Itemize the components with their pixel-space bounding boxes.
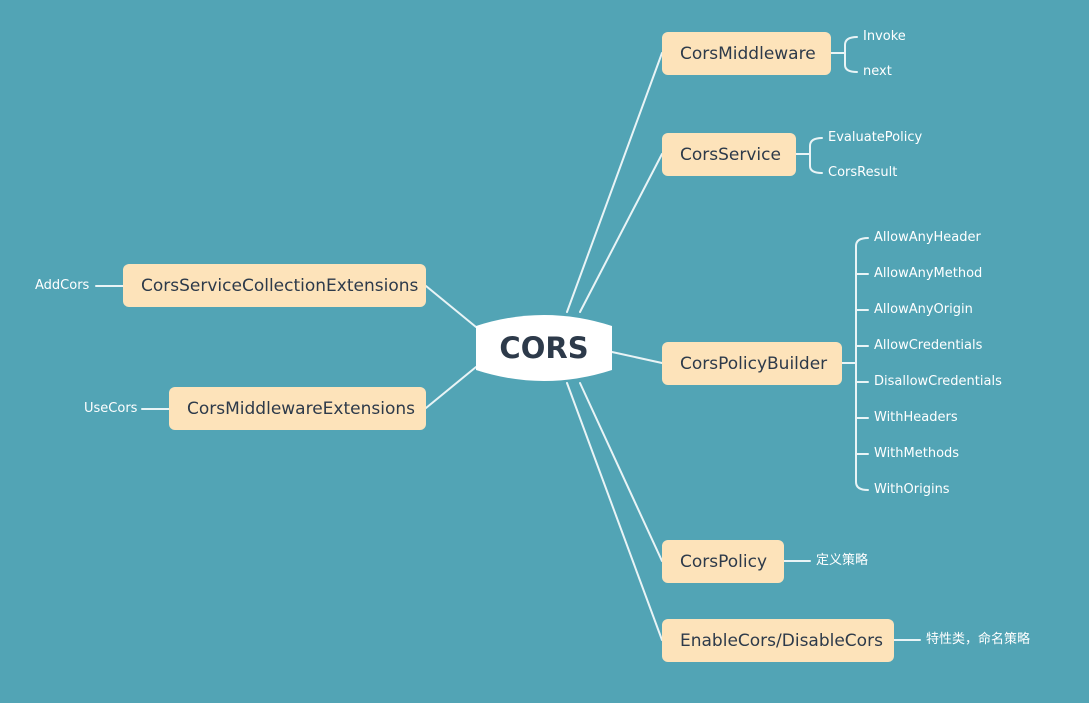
connector-center-to-cors-service-collection-extensions xyxy=(425,285,477,328)
connector-center-to-cors-middleware xyxy=(566,52,663,313)
node-cors-policy[interactable]: CorsPolicy xyxy=(662,540,784,583)
leaf-with-methods[interactable]: WithMethods xyxy=(874,446,960,461)
connector-center-to-cors-policy xyxy=(579,382,663,562)
leaf-usecors[interactable]: UseCors xyxy=(84,401,138,416)
node-enable-disable-cors[interactable]: EnableCors/DisableCors xyxy=(662,619,894,662)
leaf-invoke[interactable]: Invoke xyxy=(863,29,906,44)
leaf-cors-result[interactable]: CorsResult xyxy=(828,165,898,180)
node-cors-service[interactable]: CorsService xyxy=(662,133,796,176)
leaf-allow-any-method[interactable]: AllowAnyMethod xyxy=(874,266,983,281)
leaf-disallow-credentials[interactable]: DisallowCredentials xyxy=(874,374,1002,389)
connector-center-to-cors-middleware-extensions xyxy=(425,366,477,409)
connector-center-to-cors-policy-builder xyxy=(611,351,663,364)
node-cors-service-collection-extensions[interactable]: CorsServiceCollectionExtensions xyxy=(123,264,426,307)
leaf-with-headers[interactable]: WithHeaders xyxy=(874,410,958,425)
leaf-allow-any-header[interactable]: AllowAnyHeader xyxy=(874,230,981,245)
center-node-cors[interactable]: CORS xyxy=(499,331,589,365)
node-cors-policy-builder[interactable]: CorsPolicyBuilder xyxy=(662,342,842,385)
leaf-evaluate-policy[interactable]: EvaluatePolicy xyxy=(828,130,923,145)
node-cors-middleware-extensions[interactable]: CorsMiddlewareExtensions xyxy=(169,387,426,430)
leaf-define-policy[interactable]: 定义策略 xyxy=(816,553,869,568)
bracket-cors-middleware xyxy=(830,36,858,73)
connector-center-to-cors-service xyxy=(579,153,663,313)
leaf-allow-credentials[interactable]: AllowCredentials xyxy=(874,338,983,353)
connector-center-to-enable-disable-cors xyxy=(566,382,663,641)
bracket-cors-service xyxy=(795,137,823,174)
bracket-cors-policy-builder xyxy=(841,237,869,491)
node-cors-middleware[interactable]: CorsMiddleware xyxy=(662,32,831,75)
leaf-addcors[interactable]: AddCors xyxy=(35,278,90,293)
center-node-shape xyxy=(476,315,612,381)
leaf-with-origins[interactable]: WithOrigins xyxy=(874,482,950,497)
leaf-allow-any-origin[interactable]: AllowAnyOrigin xyxy=(874,302,973,317)
leaf-attribute-named-policy[interactable]: 特性类，命名策略 xyxy=(926,632,1031,647)
leaf-next[interactable]: next xyxy=(863,64,892,79)
